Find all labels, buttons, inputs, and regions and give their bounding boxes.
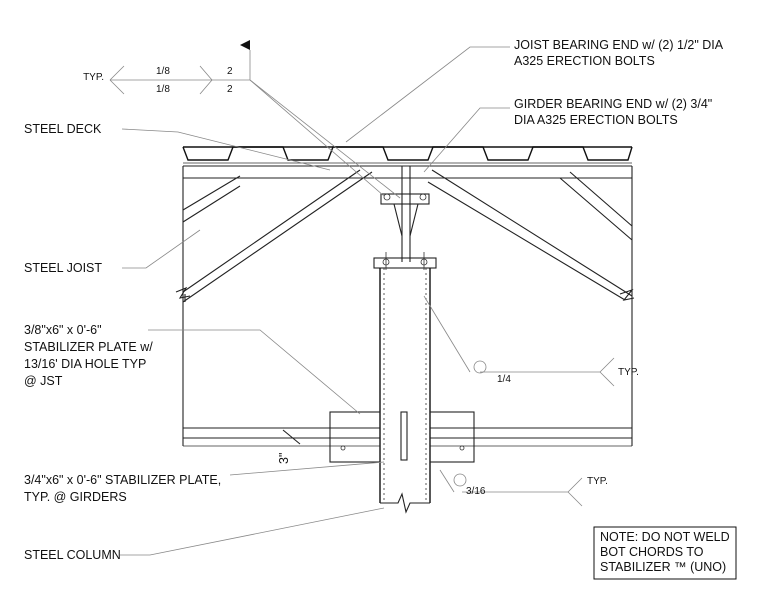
weld-typ-top: TYP.	[83, 72, 104, 83]
stabilizer-large-label-2: TYP. @ GIRDERS	[24, 490, 127, 504]
weld-size-right: 1/4	[497, 374, 511, 385]
weld-lower-size: 1/8	[156, 84, 170, 95]
left-joist-web	[182, 166, 373, 303]
column-cap-plate	[373, 252, 437, 270]
steel-column-label: STEEL COLUMN	[24, 548, 121, 562]
weld-upper-pitch: 2	[227, 66, 233, 77]
stabilizer-small-label-1: 3/8"x6" x 0'-6"	[24, 323, 102, 337]
joist-seat	[380, 166, 430, 262]
dimension-mark: 3"	[277, 429, 301, 464]
joist-bearing-label-1: JOIST BEARING END w/ (2) 1/2" DIA	[514, 38, 724, 52]
note-box: NOTE: DO NOT WELD BOT CHORDS TO STABILIZ…	[593, 526, 737, 580]
weld-symbol-right: 1/4 TYP.	[473, 360, 639, 385]
steel-joist-label: STEEL JOIST	[24, 261, 102, 275]
weld-size-bottom: 3/16	[466, 486, 486, 497]
note-line-3: STABILIZER ™ (UNO)	[600, 560, 726, 574]
steel-deck	[182, 146, 633, 164]
girder-bearing-label-1: GIRDER BEARING END w/ (2) 3/4"	[514, 97, 712, 111]
note-line-1: NOTE: DO NOT WELD	[600, 530, 730, 544]
note-line-2: BOT CHORDS TO	[600, 545, 704, 559]
stabilizer-small-label-3: 13/16' DIA HOLE TYP	[24, 357, 146, 371]
weld-symbol-top: TYP. 1/8 2 1/8 2	[83, 40, 251, 95]
weld-typ-right: TYP.	[618, 367, 639, 378]
flag-icon	[240, 40, 250, 50]
girder	[182, 300, 633, 447]
right-joist-web	[427, 166, 633, 301]
girder-bearing-label-2: DIA A325 ERECTION BOLTS	[514, 113, 678, 127]
steel-deck-label: STEEL DECK	[24, 122, 102, 136]
callout-labels: JOIST BEARING END w/ (2) 1/2" DIA A325 E…	[24, 38, 724, 562]
stabilizer-large-label-1: 3/4"x6" x 0'-6" STABILIZER PLATE,	[24, 473, 221, 487]
joist-top-chord	[183, 165, 632, 179]
left-break-line	[175, 286, 191, 299]
joist-bearing-label-2: A325 ERECTION BOLTS	[514, 54, 655, 68]
weld-symbol-bottom: 3/16 TYP.	[453, 473, 608, 497]
stabilizer-small-label-2: STABILIZER PLATE w/	[24, 340, 153, 354]
leader-lines	[120, 46, 615, 556]
right-break-line	[619, 288, 635, 301]
dimension-value: 3"	[277, 453, 291, 464]
steel-column	[379, 268, 431, 514]
stabilizer-plates	[329, 411, 475, 463]
weld-upper-size: 1/8	[156, 66, 170, 77]
weld-typ-bottom: TYP.	[587, 476, 608, 487]
weld-lower-pitch: 2	[227, 84, 233, 95]
stabilizer-small-label-4: @ JST	[24, 374, 63, 388]
